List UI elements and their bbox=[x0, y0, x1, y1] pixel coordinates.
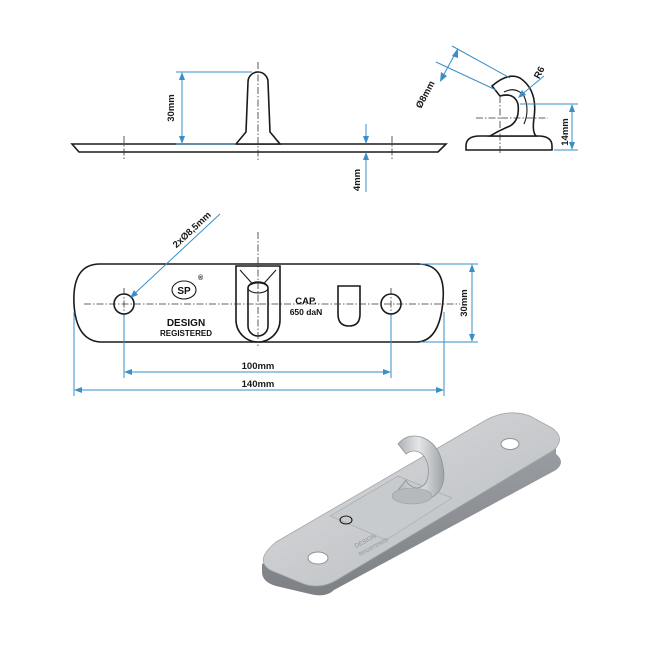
dim-diameter-arrow-2 bbox=[452, 48, 458, 58]
dim-diameter-ext-1 bbox=[435, 61, 497, 91]
dim-side-height-arrow-top bbox=[179, 72, 185, 80]
logo-text: SP bbox=[177, 286, 191, 297]
dim-thickness-label: 4mm bbox=[352, 169, 363, 191]
dim-spacing-arrow-right bbox=[383, 369, 391, 375]
dim-width-arrow-top bbox=[469, 264, 475, 272]
render-logo bbox=[339, 515, 353, 525]
dim-side-height-label: 30mm bbox=[166, 94, 177, 121]
dim-length-arrow-left bbox=[74, 387, 82, 393]
dim-holes-label: 2xØ8,5mm bbox=[171, 210, 214, 251]
end-view-base bbox=[465, 135, 553, 151]
logo-badge bbox=[171, 280, 197, 300]
dim-thickness-arrow-top bbox=[363, 136, 369, 144]
dim-holes-leader bbox=[131, 213, 221, 297]
render-hook bbox=[397, 435, 445, 501]
registered-mark: ® bbox=[198, 274, 204, 282]
dim-diameter-label: Ø8mm bbox=[414, 79, 438, 110]
dim-width-arrow-bottom bbox=[469, 334, 475, 342]
side-view-outline bbox=[70, 143, 448, 153]
render-hook-base bbox=[391, 487, 433, 505]
top-view-slot bbox=[337, 285, 361, 327]
product-render: DESIGN REGISTERED bbox=[262, 412, 561, 596]
render-hole-right bbox=[500, 438, 520, 450]
dim-end-height-arrow-top bbox=[569, 104, 575, 112]
marking-design: DESIGN bbox=[167, 318, 205, 329]
dim-thickness-arrow-bottom bbox=[363, 152, 369, 160]
end-view: Ø8mm R6 14mm bbox=[414, 45, 578, 154]
dim-length-arrow-right bbox=[436, 387, 444, 393]
dim-diameter-arrow-1 bbox=[440, 72, 447, 82]
dim-width-label: 30mm bbox=[459, 289, 470, 316]
top-view: SP ® DESIGN REGISTERED CAP. 650 daN 2xØ8… bbox=[73, 210, 478, 396]
dim-diameter-ext-2 bbox=[451, 45, 511, 79]
end-view-hook bbox=[487, 75, 538, 137]
dim-side-height-arrow-bottom bbox=[179, 136, 185, 144]
dim-length-label: 140mm bbox=[242, 379, 275, 390]
dim-radius-arrow bbox=[518, 90, 526, 98]
dim-end-height-arrow-bottom bbox=[569, 142, 575, 150]
side-view: 30mm 4mm bbox=[70, 62, 448, 192]
dim-spacing-label: 100mm bbox=[242, 361, 275, 372]
marking-registered: REGISTERED bbox=[160, 329, 212, 338]
dim-end-height-label: 14mm bbox=[560, 118, 571, 145]
dim-holes-arrow bbox=[130, 290, 138, 298]
side-view-loop bbox=[234, 71, 282, 145]
marking-cap: CAP. bbox=[295, 296, 316, 307]
dim-radius-label: R6 bbox=[532, 65, 547, 81]
end-view-hook-inner bbox=[503, 89, 528, 125]
render-hole-left bbox=[307, 551, 329, 565]
marking-capacity: 650 daN bbox=[290, 307, 323, 317]
dim-spacing-arrow-left bbox=[124, 369, 132, 375]
